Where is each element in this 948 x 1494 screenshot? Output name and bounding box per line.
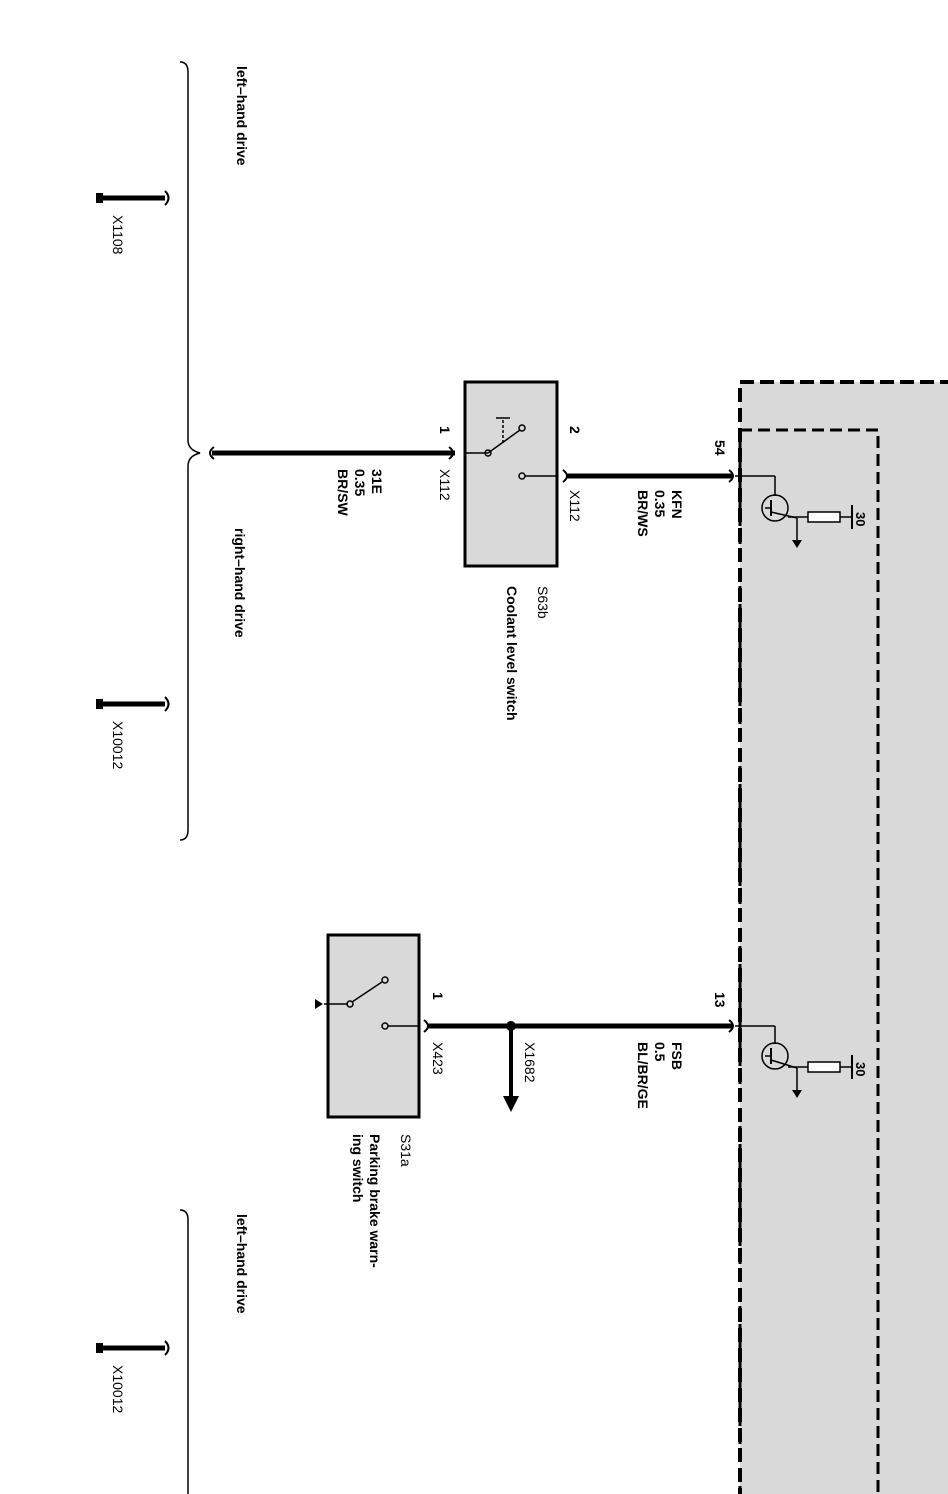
wire-fsb-color: BL/BR/GE — [635, 1042, 651, 1109]
component-s31a-id: S31a — [398, 1134, 414, 1167]
brace-top — [179, 61, 201, 841]
control-module — [738, 380, 948, 1494]
wire-fsb-name: FSB — [669, 1042, 685, 1070]
supply-label-30-bottom: 30 — [853, 1062, 868, 1076]
module-inner-border — [738, 428, 880, 1494]
component-s63b-name: Coolant level switch — [504, 586, 520, 721]
component-s63b-box — [463, 380, 559, 568]
module-pin-label-13: 13 — [712, 992, 728, 1008]
brace-label-left-hand-drive-top: left–hand drive — [234, 66, 250, 166]
component-s31a-name-line1: Parking brake warn- — [367, 1134, 383, 1268]
connector-label-x112-pin2: X112 — [567, 490, 583, 522]
component-s31a: S31a Parking brake warn- ing switch — [315, 933, 421, 1268]
ground-label-x10012-bottom: X10012 — [110, 1365, 126, 1413]
ground-connector-x10012-top: X10012 — [96, 696, 170, 769]
wire-31e-name: 31E — [369, 469, 385, 494]
wire-fsb: 1 X423 FSB 0.5 BL/BR/GE 13 — [423, 992, 734, 1109]
supply-label-30-top: 30 — [853, 512, 868, 526]
wire-31e-gauge: 0.35 — [352, 469, 368, 496]
brace-label-left-hand-drive-bottom: left–hand drive — [234, 1214, 250, 1314]
transistor-driver-bottom: 30 — [735, 1025, 868, 1098]
ground-connector-x1108: X1108 — [96, 190, 170, 255]
wire-31e-color: BR/SW — [335, 469, 351, 516]
splice-label-x1682: X1682 — [522, 1042, 538, 1083]
component-s63b: S63b Coolant level switch — [463, 380, 559, 721]
wire-kfn-gauge: 0.35 — [652, 490, 668, 517]
pin-label-s31a-1: 1 — [430, 992, 446, 1000]
ground-label-x10012-top: X10012 — [110, 721, 126, 769]
module-pin-label-54: 54 — [712, 440, 728, 456]
wire-kfn: 2 X112 KFN 0.35 BR/WS 54 — [562, 426, 734, 537]
wire-kfn-color: BR/WS — [635, 490, 651, 537]
brace-bottom: left–hand drive — [179, 1209, 250, 1494]
ground-label-x1108: X1108 — [110, 215, 126, 255]
pin-label-2: 2 — [567, 426, 583, 434]
module-outer-border — [738, 380, 948, 1494]
splice-x1682: X1682 — [503, 1021, 538, 1112]
brace-label-right-hand-drive: right–hand drive — [232, 528, 248, 638]
ground-connector-x10012-bottom: X10012 — [96, 1340, 170, 1413]
component-s63b-id: S63b — [535, 586, 551, 619]
wire-31e: 31E 0.35 BR/SW X112 1 — [209, 426, 455, 516]
wire-kfn-name: KFN — [669, 490, 685, 519]
wire-fsb-gauge: 0.5 — [652, 1042, 668, 1062]
component-s31a-name-line2: ing switch — [350, 1134, 366, 1202]
connector-label-x423: X423 — [430, 1042, 446, 1075]
connector-label-x112-pin1: X112 — [437, 469, 453, 501]
transistor-driver-top: 30 — [735, 475, 868, 548]
pin-label-1: 1 — [437, 426, 453, 434]
